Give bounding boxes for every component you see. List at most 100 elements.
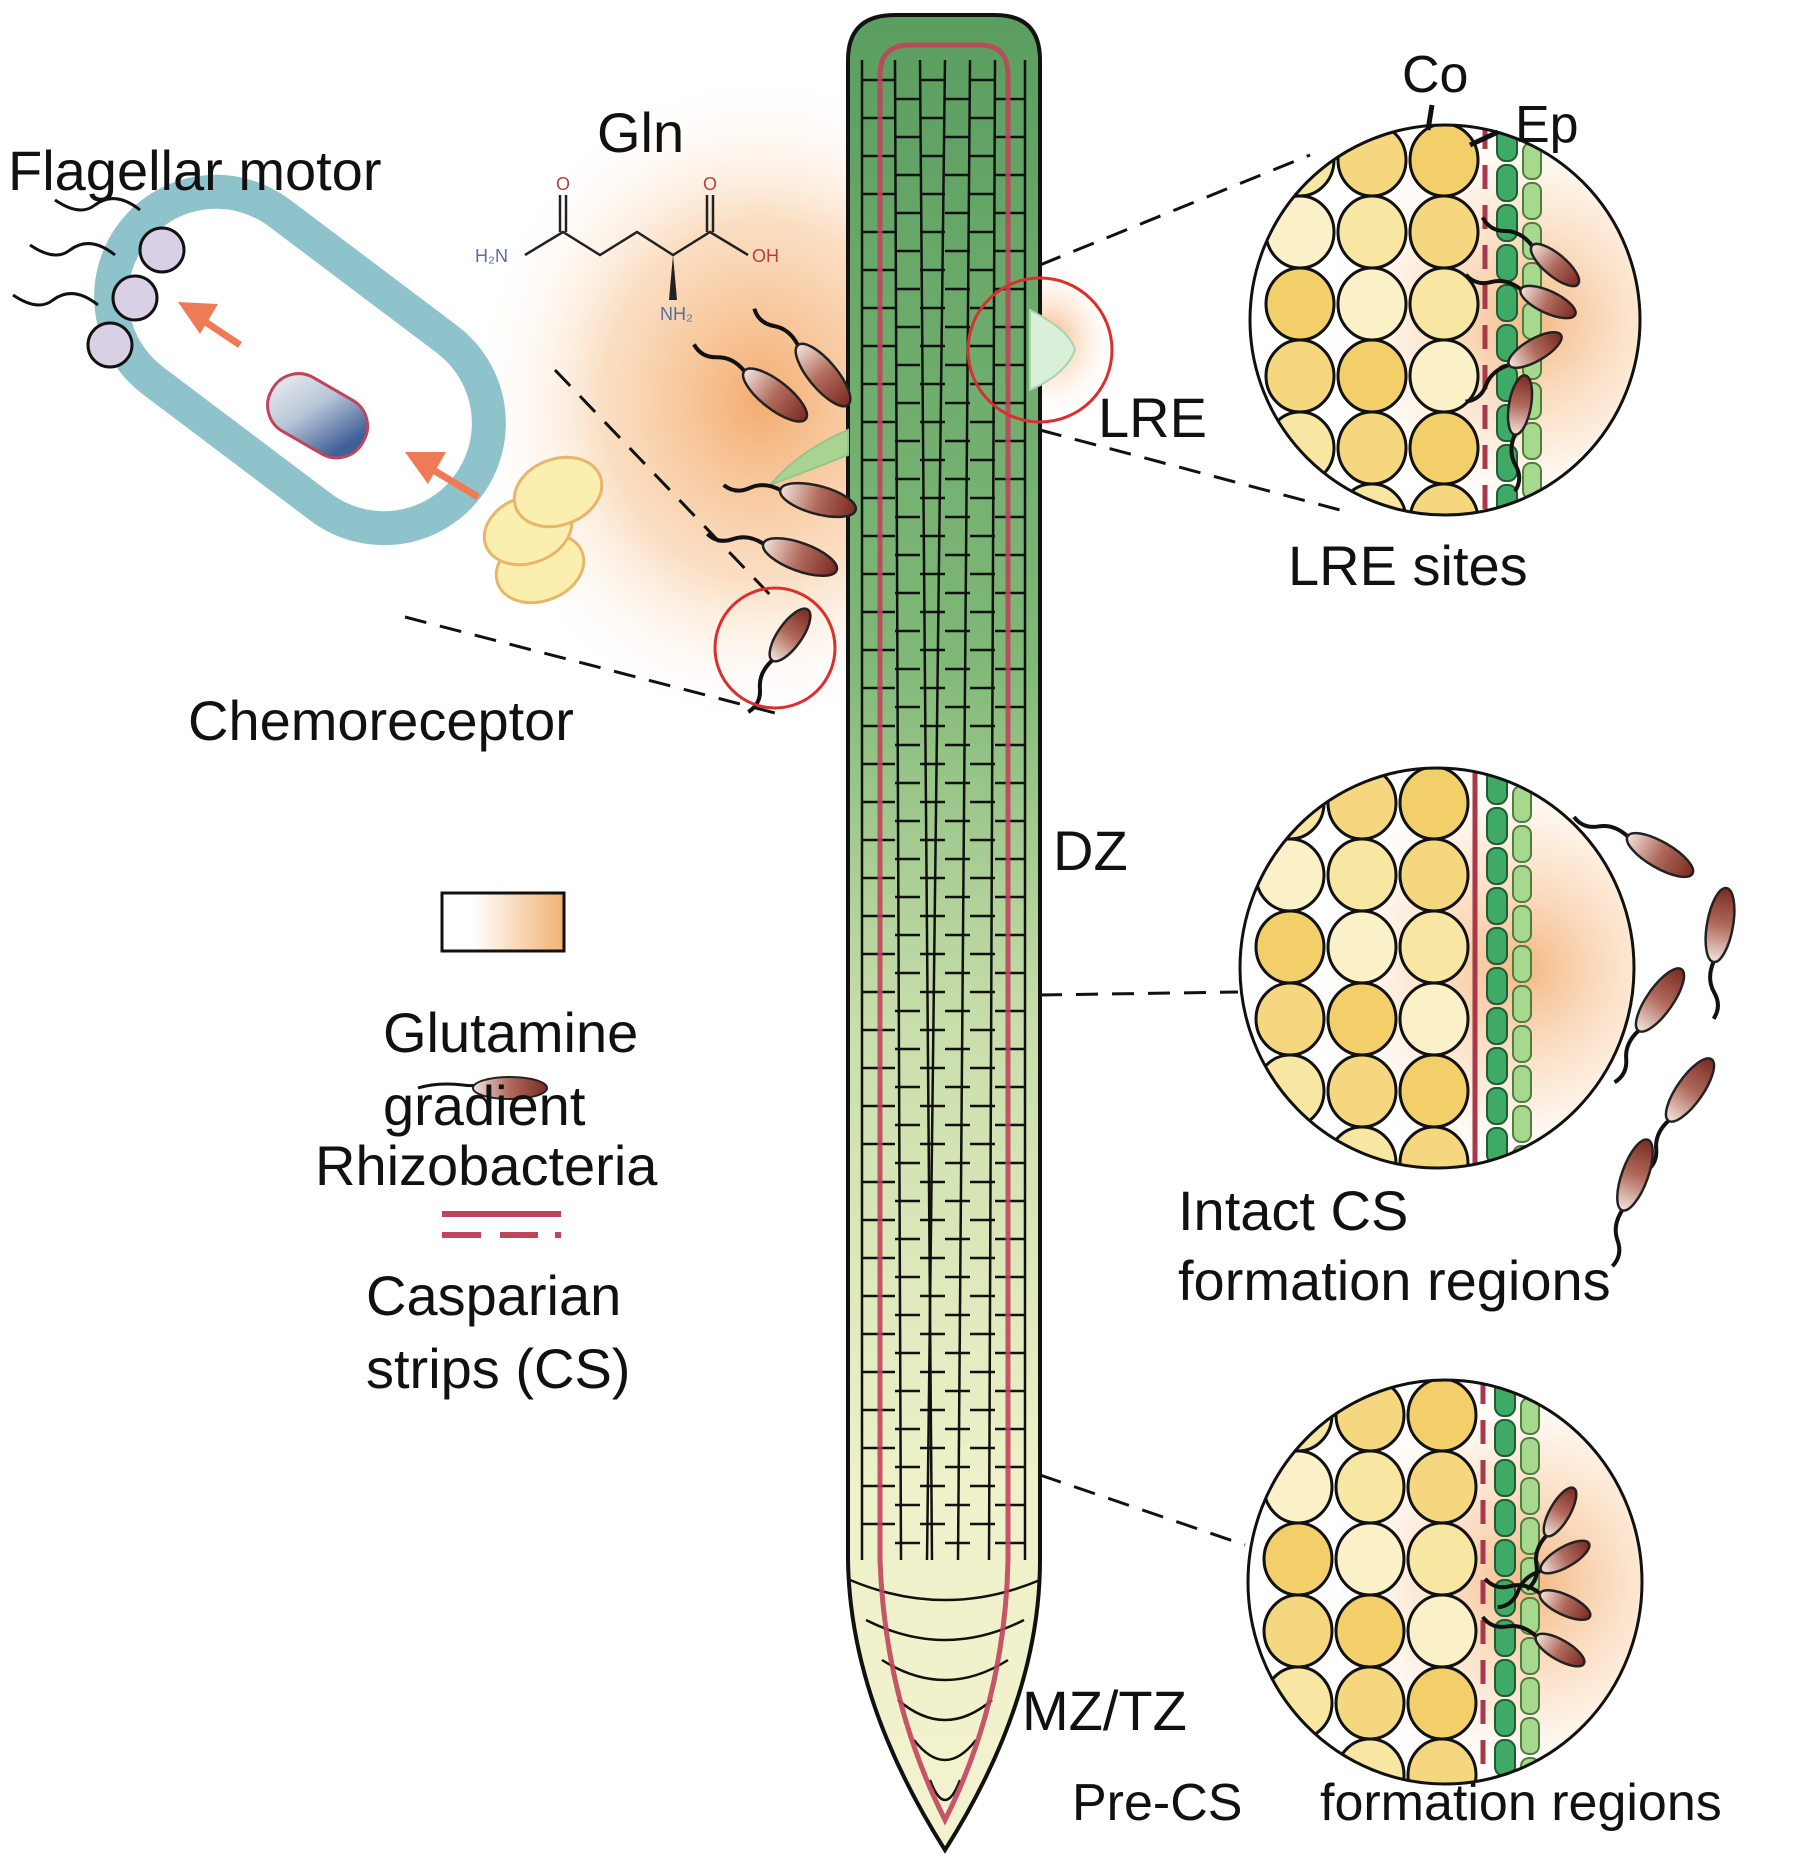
inset-intact-cs	[1238, 766, 1636, 1170]
bacterium-body	[1634, 967, 1686, 1033]
endodermal-cell	[1494, 1619, 1516, 1657]
cortex-cell	[1264, 194, 1336, 270]
cortex-cell	[1398, 768, 1470, 769]
endodermal-cell	[1496, 204, 1518, 242]
flagellum	[1483, 1577, 1542, 1595]
lateral-root-primordium	[1029, 308, 1077, 392]
cortex-cell	[1406, 1380, 1478, 1453]
endodermal-cell	[1494, 1419, 1516, 1457]
cell-file-wall	[987, 59, 997, 1561]
casparian-strip-left	[877, 42, 1011, 1826]
cortex-cell	[1334, 1449, 1406, 1525]
cortex-cell	[1334, 1521, 1406, 1597]
lre-highlight-circle	[966, 276, 1114, 424]
epidermal-cell	[1520, 1677, 1540, 1715]
cortex-cell	[1336, 266, 1408, 342]
inset-pre-cs	[1246, 1378, 1644, 1786]
cortex-cell	[1254, 909, 1326, 985]
bacterium-body	[1542, 1486, 1578, 1538]
epidermal-cell	[1512, 1065, 1532, 1103]
inset-lre-sites	[1248, 123, 1642, 517]
bacterium-body	[1625, 831, 1695, 879]
root-cap-layer	[897, 1699, 993, 1722]
atom-o2: O	[703, 174, 717, 194]
bacterium-body	[1704, 886, 1736, 964]
bacterium-body	[1529, 242, 1581, 288]
root	[769, 13, 1077, 1854]
casparian-strip-icon	[442, 1211, 561, 1238]
rhizobacteria-cluster-right	[1572, 815, 1736, 1268]
epidermal-cell	[1520, 1637, 1540, 1675]
cortex-cell	[1406, 1593, 1478, 1669]
rhizobacterium-icon	[1506, 374, 1534, 493]
label-lre-sites: LRE sites	[1288, 534, 1528, 597]
cortex-cell	[1398, 768, 1470, 841]
cortex-cell	[1398, 837, 1470, 913]
cortex-cell	[1398, 1125, 1470, 1168]
cortex-cell	[1264, 338, 1336, 414]
bacterium-body	[1506, 374, 1534, 436]
endodermal-cell	[1486, 967, 1508, 1005]
flagellum	[705, 532, 765, 546]
cell-file-wall	[956, 59, 972, 1561]
bacterium-body	[741, 367, 809, 423]
label-gln: Gln	[597, 101, 684, 164]
flagellar-motors	[12, 197, 186, 369]
cortex-cell	[1326, 981, 1398, 1057]
label-pre-cs-regions: formation regions	[1320, 1774, 1722, 1832]
root-cap-layer	[849, 1578, 1041, 1602]
flagellum	[1708, 961, 1720, 1020]
root-cap-layer	[913, 1739, 977, 1762]
endodermal-cell	[1496, 324, 1518, 362]
epidermal-cell	[1512, 825, 1532, 863]
rhizobacterium-icon	[1610, 1138, 1654, 1268]
label-dz: DZ	[1053, 819, 1128, 882]
cortex-cell	[1334, 1380, 1406, 1453]
epidermal-cell	[1520, 1717, 1540, 1755]
endodermal-cell	[1494, 1499, 1516, 1537]
cortex-cells	[1262, 1380, 1478, 1784]
flagellum	[1497, 1568, 1542, 1610]
rhizobacterium-icon	[1525, 1486, 1578, 1591]
rhizobacterium-icon	[1483, 1577, 1592, 1621]
flagellum	[1481, 1615, 1538, 1638]
flagellum	[1509, 433, 1522, 493]
flagellum	[1525, 1534, 1548, 1591]
cortex-cell	[1336, 125, 1408, 126]
cortex-cell	[1334, 1380, 1406, 1381]
cortex-cell	[1262, 1380, 1334, 1453]
epidermal-cell	[1522, 182, 1542, 220]
legend-label-rhizobacteria: Rhizobacteria	[315, 1134, 658, 1197]
endodermal-cell	[1496, 164, 1518, 202]
cortex-cells	[1264, 125, 1480, 515]
cortex-cell	[1326, 909, 1398, 985]
label-intact-cs: Intact CS	[1178, 1179, 1408, 1242]
cortex-cell	[1264, 125, 1336, 198]
glutamine-molecule: O O H₂N OH NH₂	[475, 174, 779, 324]
label-lre: LRE	[1098, 386, 1207, 449]
rhizobacterium-icon	[747, 607, 812, 714]
epidermal-cell	[1512, 905, 1532, 943]
epidermal-cell	[1522, 422, 1542, 460]
epidermal-cell	[1520, 1597, 1540, 1635]
flagellum	[1465, 363, 1510, 404]
co-pointer	[1425, 104, 1435, 131]
ep-pointer	[1468, 129, 1500, 148]
label-mz-tz: MZ/TZ	[1022, 1679, 1187, 1742]
label-chemoreceptor: Chemoreceptor	[188, 689, 574, 752]
atom-nh2: NH₂	[660, 304, 693, 324]
endodermal-cell	[1494, 1459, 1516, 1497]
endodermal-cell	[1496, 244, 1518, 282]
cortex-cells	[1254, 768, 1470, 1168]
cortex-cell	[1326, 768, 1398, 841]
inset-outline	[1248, 123, 1642, 517]
epidermal-cell	[1512, 1025, 1532, 1063]
cell-file-wall	[925, 59, 947, 1561]
bacterium-body	[1539, 1539, 1591, 1575]
legend-label-glutamine: Glutamine	[383, 1001, 638, 1064]
endodermal-cell	[1494, 1659, 1516, 1697]
endodermal-cell	[1494, 1539, 1516, 1577]
cortex-cell	[1336, 410, 1408, 486]
endodermal-cell	[1486, 927, 1508, 965]
